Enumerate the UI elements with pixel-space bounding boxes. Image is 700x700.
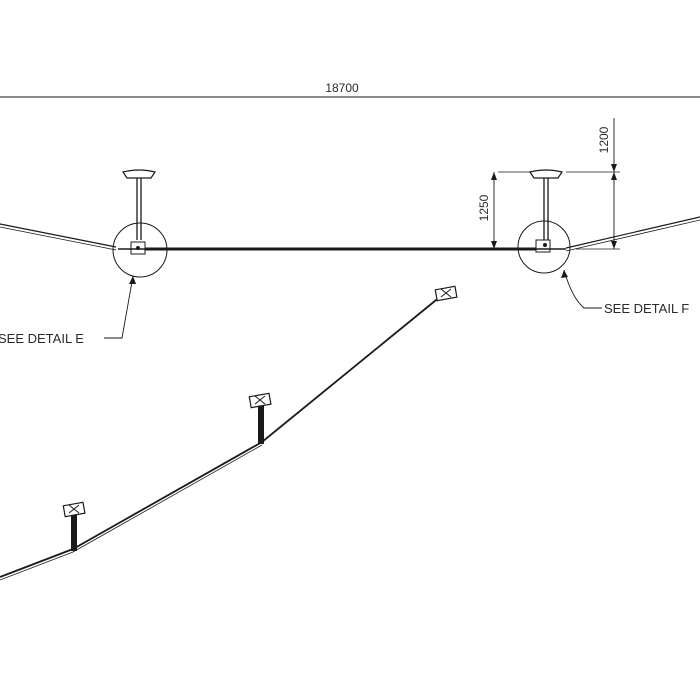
- left-cable: [0, 223, 117, 251]
- left-hanger: [112, 169, 168, 278]
- detail-f-label: SEE DETAIL F: [604, 301, 689, 316]
- hanger-height-dimension: 1250: [477, 171, 530, 249]
- right-hanger: [517, 169, 571, 274]
- detail-e-label: SEE DETAIL E: [0, 331, 84, 346]
- overall-dimension: 18700: [0, 81, 700, 98]
- detail-e-callout: SEE DETAIL E: [0, 275, 136, 346]
- drop-dimension: 1200: [566, 118, 620, 250]
- overall-dimension-text: 18700: [325, 81, 359, 95]
- hanger-height-text: 1250: [477, 194, 491, 221]
- right-cable: [565, 216, 700, 252]
- inclined-cable: [0, 295, 442, 581]
- support-post-top: [434, 285, 458, 302]
- support-post-middle: [248, 392, 272, 444]
- support-post-bottom: [62, 501, 86, 551]
- detail-e-circle: [112, 222, 168, 278]
- drop-dimension-text: 1200: [597, 126, 611, 153]
- detail-f-callout: SEE DETAIL F: [561, 269, 689, 316]
